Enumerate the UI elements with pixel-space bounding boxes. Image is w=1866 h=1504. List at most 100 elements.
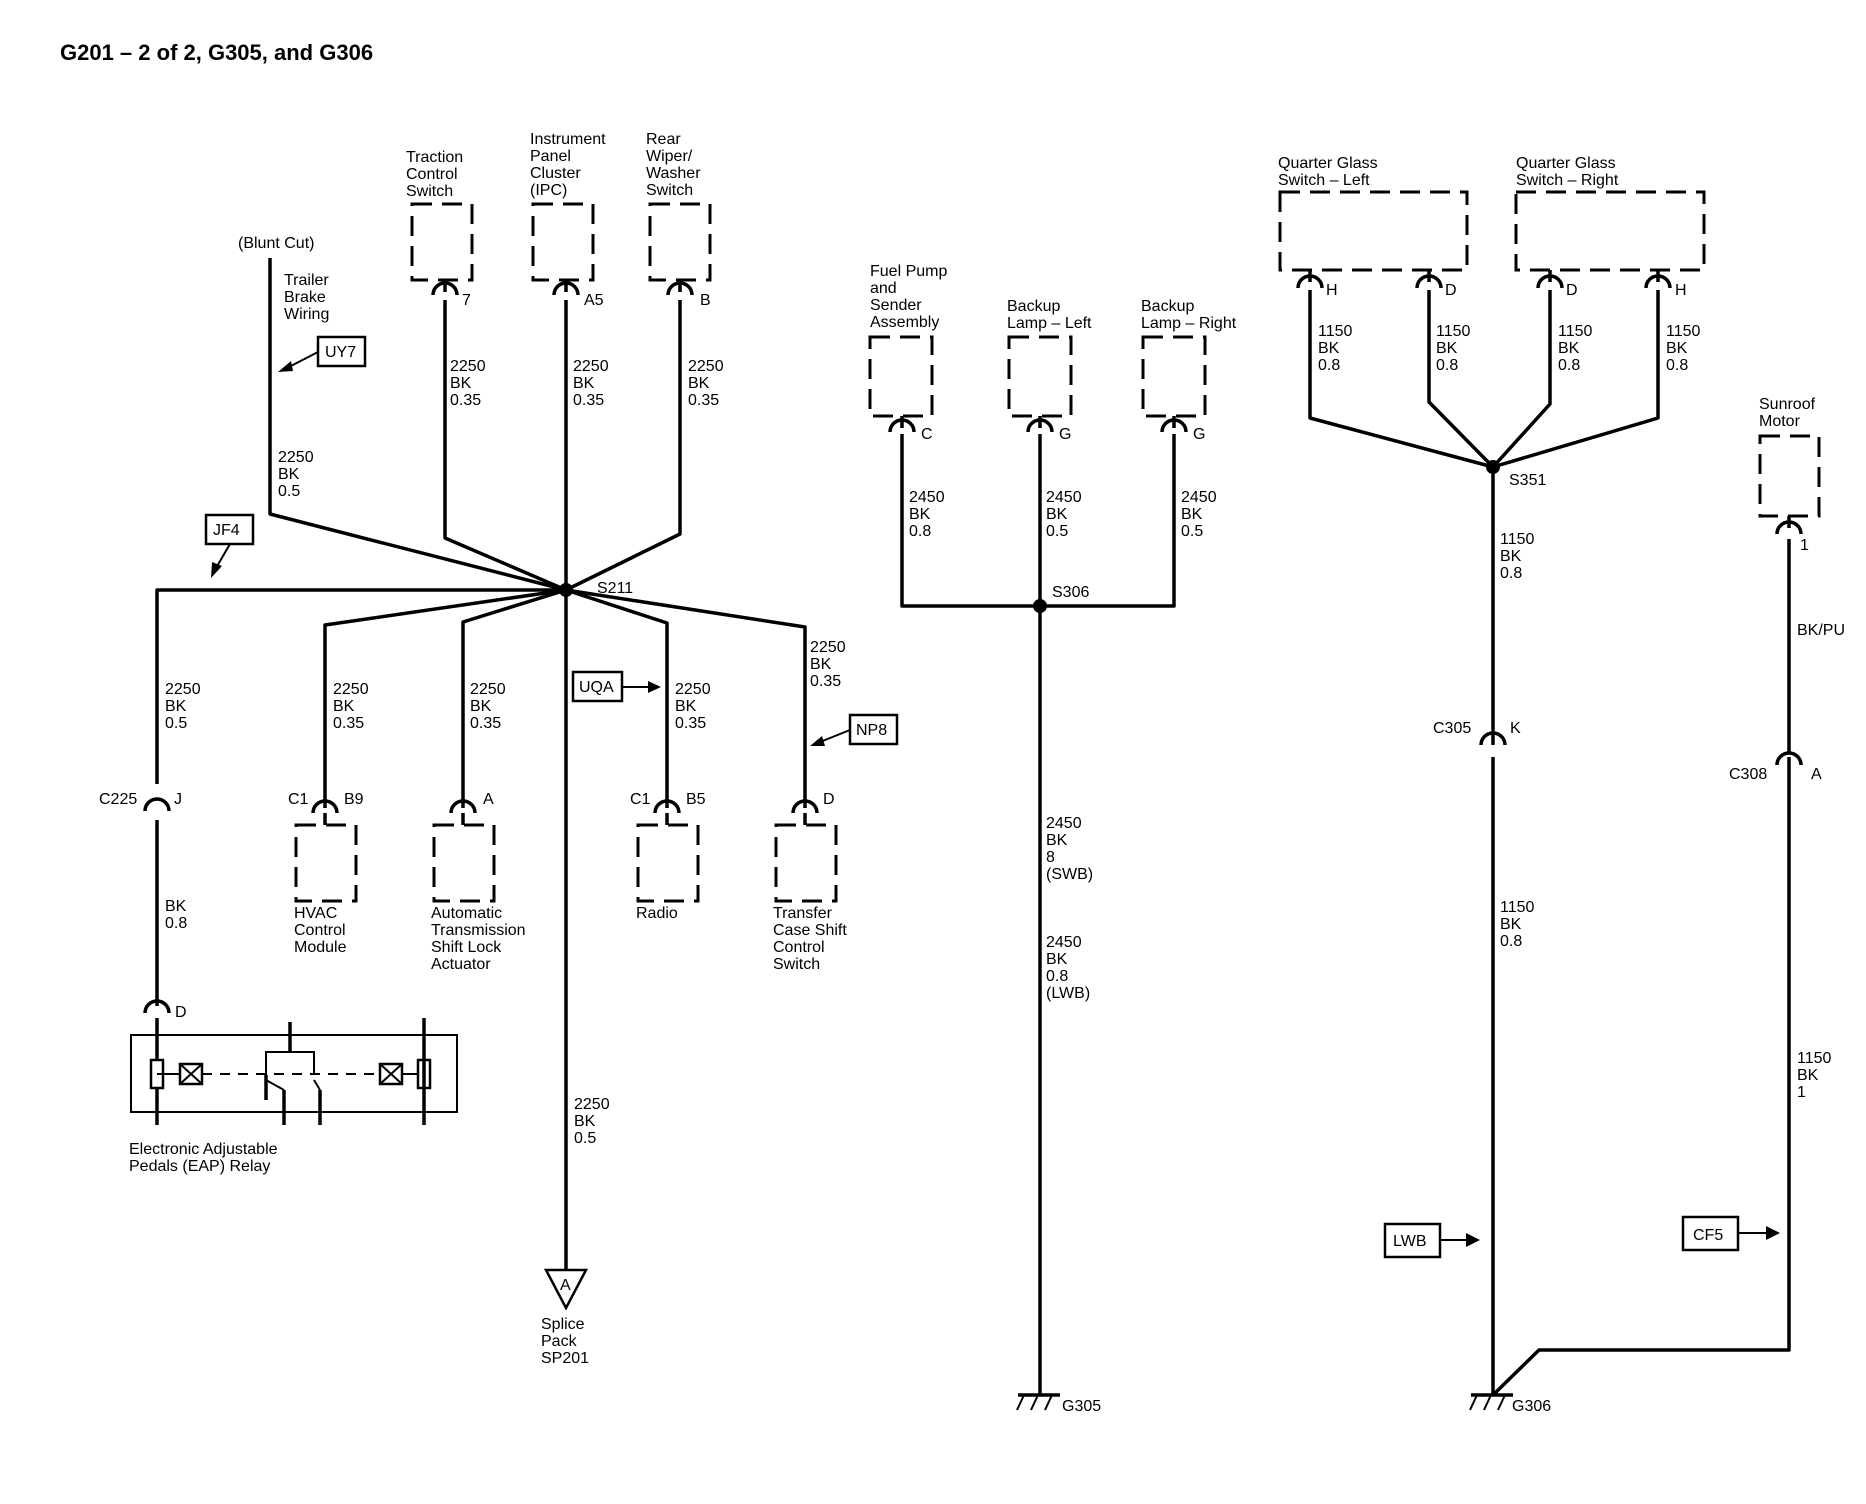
rear-wiper-box [648,202,712,282]
pin-d-connector-transfer [791,799,819,814]
svg-text:A: A [560,1277,571,1294]
ipc-box [531,202,595,282]
wire-label-s351-down: 1150 BK 0.8 [1500,531,1539,582]
splice-s211-label: S211 [597,580,633,597]
c225-label: C225 [99,791,137,808]
pin-1-connector [1775,520,1803,535]
wire-label-c225-upper: 2250 BK 0.5 [165,681,205,732]
pin-a-label-trans: A [483,791,494,808]
wire-label-sunroof-down: 1150 BK 1 [1797,1050,1836,1101]
quarter-glass-right-box [1514,190,1706,272]
splice-pack-sp201-symbol: A [543,1268,589,1311]
pin-h-label-qgr: H [1675,282,1687,299]
pin-a5-label: A5 [584,292,604,309]
c1-label-hvac: C1 [288,791,309,808]
pin-b5-label: B5 [686,791,706,808]
quarter-glass-connectors [1296,270,1672,289]
pin-b9-connector [311,799,339,814]
wire-label-qgr-d: 1150 BK 0.8 [1558,323,1597,374]
fuel-pump-label: Fuel Pump and Sender Assembly [870,263,952,331]
c308-connector [1775,751,1803,766]
backup-lamp-right-box [1141,335,1207,418]
wire-label-g305-swb: 2450 BK 8 (SWB) [1046,815,1093,883]
g306-wiring [1308,290,1791,1397]
pin-d-label-qgl: D [1445,282,1457,299]
c305-connector [1479,731,1507,746]
pin-c-label: C [921,426,933,443]
option-uy7: UY7 [278,335,367,372]
wire-label-g305-lwb: 2450 BK 0.8 (LWB) [1046,934,1090,1002]
ipc-label: Instrument Panel Cluster (IPC) [530,131,610,199]
traction-control-box [410,202,474,282]
radio-box [636,823,700,903]
wire-label-radio: 2250 BK 0.35 [675,681,715,732]
svg-text:JF4: JF4 [213,522,240,539]
wire-label-fuel-pump: 2450 BK 0.8 [909,489,949,540]
pin-j-label: J [174,791,182,808]
traction-control-label: Traction Control Switch [406,149,468,200]
pin-b-label: B [700,292,711,309]
pin-k-label: K [1510,720,1521,737]
c225-connector [143,797,171,812]
wire-label-trunk: 2250 BK 0.5 [574,1096,614,1147]
wire-label-ipc: 2250 BK 0.35 [573,358,613,409]
wire-label-auto-trans: 2250 BK 0.35 [470,681,510,732]
c305-label: C305 [1433,720,1471,737]
transfer-case-box [774,823,838,903]
quarter-glass-left-label: Quarter Glass Switch – Left [1278,155,1382,189]
pin-d-label-qgr: D [1566,282,1578,299]
wire-label-traction: 2250 BK 0.35 [450,358,490,409]
eap-relay [130,1018,458,1125]
eap-relay-label: Electronic Adjustable Pedals (EAP) Relay [129,1141,282,1175]
wire-label-qgl-d: 1150 BK 0.8 [1436,323,1475,374]
sunroof-motor-label: Sunroof Motor [1759,396,1820,430]
hvac-box [294,823,358,903]
c308-label: C308 [1729,766,1767,783]
pin-b5-connector [653,799,681,814]
fuel-pump-box [868,335,934,418]
ground-g305-symbol [1016,1393,1060,1411]
option-uqa: UQA [571,670,661,703]
ground-g306-label: G306 [1512,1398,1551,1415]
option-cf5: CF5 [1681,1215,1780,1252]
relay-pin-d-connector [143,999,171,1014]
pin-a-connector-trans [449,799,477,814]
ground-g305-label: G305 [1062,1398,1101,1415]
pin-7-label: 7 [462,292,471,309]
transfer-case-label: Transfer Case Shift Control Switch [773,905,851,973]
splice-pack-label: Splice Pack SP201 [541,1316,589,1367]
backup-lamp-left-label: Backup Lamp – Left [1007,298,1092,332]
splice-s351-dot [1486,460,1500,474]
pin-h-label-qgl: H [1326,282,1338,299]
svg-text:NP8: NP8 [856,722,887,739]
wire-label-transfer-case: 2250 BK 0.35 [810,639,850,690]
wire-label-qgl-h: 1150 BK 0.8 [1318,323,1357,374]
wire-label-qgr-h: 1150 BK 0.8 [1666,323,1705,374]
rear-wiper-label: Rear Wiper/ Washer Switch [646,131,705,199]
backup-lamp-left-box [1007,335,1073,418]
splice-s306-dot [1033,599,1047,613]
auto-trans-box [432,823,496,903]
backup-lamp-right-label: Backup Lamp – Right [1141,298,1237,332]
auto-trans-label: Automatic Transmission Shift Lock Actuat… [431,905,530,973]
quarter-glass-right-label: Quarter Glass Switch – Right [1516,155,1620,189]
radio-label: Radio [636,905,678,922]
svg-text:UQA: UQA [579,679,614,696]
quarter-glass-left-box [1278,190,1469,272]
g201-wiring [155,258,807,1270]
wire-label-hvac: 2250 BK 0.35 [333,681,373,732]
hvac-label: HVAC Control Module [294,905,350,956]
c1-label-radio: C1 [630,791,651,808]
svg-text:UY7: UY7 [325,344,356,361]
sunroof-motor-box [1758,434,1821,518]
wire-label-c225-lower: BK 0.8 [165,898,191,932]
pin-g-label-left: G [1059,426,1071,443]
svg-text:LWB: LWB [1393,1233,1426,1250]
option-np8: NP8 [810,713,899,746]
pin-b9-label: B9 [344,791,364,808]
splice-s211-dot [559,583,573,597]
ground-g306-symbol [1469,1393,1513,1411]
svg-text:CF5: CF5 [1693,1227,1723,1244]
option-jf4: JF4 [204,513,255,578]
